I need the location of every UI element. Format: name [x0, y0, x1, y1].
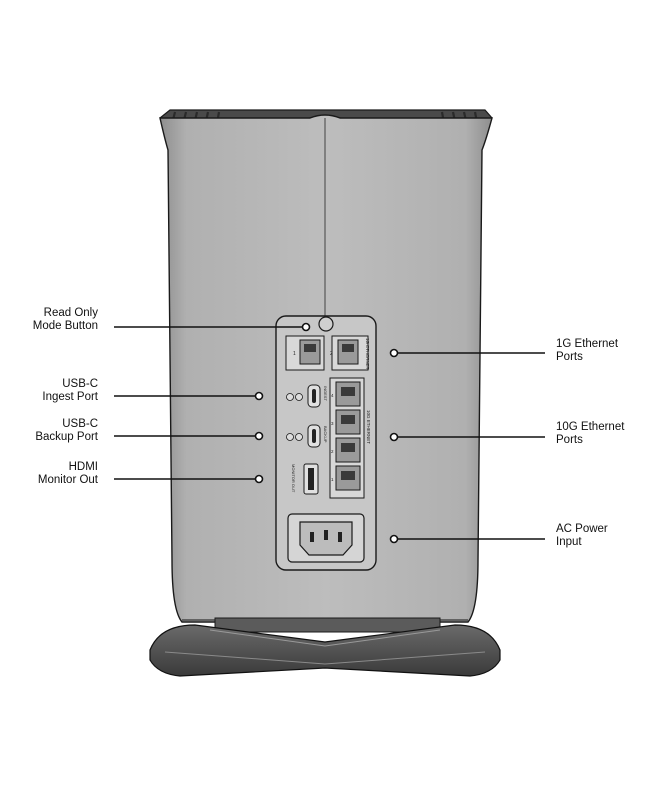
ingest-label: INGEST [323, 386, 328, 401]
port-3-label: 3 [331, 421, 334, 426]
leader-dot-usb-backup [254, 431, 264, 441]
ac-power-inlet [287, 513, 365, 563]
leader-dot-eth-1g [389, 348, 399, 358]
callout-eth-10g-line1: 10G Ethernet [556, 421, 625, 433]
usb-c-ingest-group: INGEST [286, 384, 328, 408]
callout-hdmi-line2: Monitor Out [37, 474, 98, 486]
base-stand [149, 617, 501, 677]
usb-c-backup-group: BACKUP [286, 424, 328, 448]
callout-read-only-mode-button: Read Only Mode Button [20, 307, 98, 333]
port-4-label: 4 [331, 393, 334, 398]
leader-dot-read-only [301, 322, 311, 332]
callout-usb-c-backup-port: USB-C Backup Port [20, 418, 98, 444]
callout-hdmi-line1: HDMI [68, 461, 98, 473]
callout-usb-backup-line1: USB-C [62, 418, 98, 430]
callout-hdmi-monitor-out: HDMI Monitor Out [20, 461, 98, 487]
read-only-mode-button[interactable] [318, 316, 334, 332]
callout-usb-ingest-line1: USB-C [62, 378, 98, 390]
backup-label: BACKUP [323, 426, 328, 443]
leader-lines [114, 322, 545, 544]
callout-usb-backup-line2: Backup Port [35, 431, 98, 443]
leader-dot-ac-power [389, 534, 399, 544]
callout-ac-power-input: AC Power Input [556, 523, 646, 549]
leader-dot-hdmi [254, 474, 264, 484]
callout-10g-ethernet-ports: 10G Ethernet Ports [556, 421, 646, 447]
callout-ac-power-line2: Input [556, 536, 582, 548]
callout-eth-10g-line2: Ports [556, 434, 583, 446]
callout-1g-ethernet-ports: 1G Ethernet Ports [556, 338, 646, 364]
port-2-label-10g: 2 [331, 449, 334, 454]
port-1-label-10g: 1 [331, 477, 334, 482]
callout-read-only-line1: Read Only [43, 307, 98, 319]
callout-usb-ingest-line2: Ingest Port [42, 391, 98, 403]
rear-io-panel: 1 2 1G ETHERNET INGEST BACKUP MONITOR OU… [275, 315, 377, 571]
hdmi-group: MONITOR OUT [291, 463, 319, 495]
leader-dot-eth-10g [389, 432, 399, 442]
ethernet-1g-ports: 1 2 1G ETHERNET [285, 335, 370, 371]
ethernet-10g-label: 10G ETHERNET [366, 410, 371, 444]
ethernet-1g-label: 1G ETHERNET [365, 338, 370, 370]
port-1-label: 1 [293, 351, 296, 357]
monitor-out-label: MONITOR OUT [291, 464, 296, 493]
callout-eth-1g-line2: Ports [556, 351, 583, 363]
callout-read-only-line2: Mode Button [32, 320, 98, 332]
callout-eth-1g-line1: 1G Ethernet [556, 338, 619, 350]
port-2-label: 2 [330, 351, 333, 357]
callout-ac-power-line1: AC Power [556, 523, 608, 535]
ethernet-10g-ports: 4 3 2 1 10G ETHERNET [329, 377, 371, 499]
callout-usb-c-ingest-port: USB-C Ingest Port [20, 378, 98, 404]
leader-dot-usb-ingest [254, 391, 264, 401]
